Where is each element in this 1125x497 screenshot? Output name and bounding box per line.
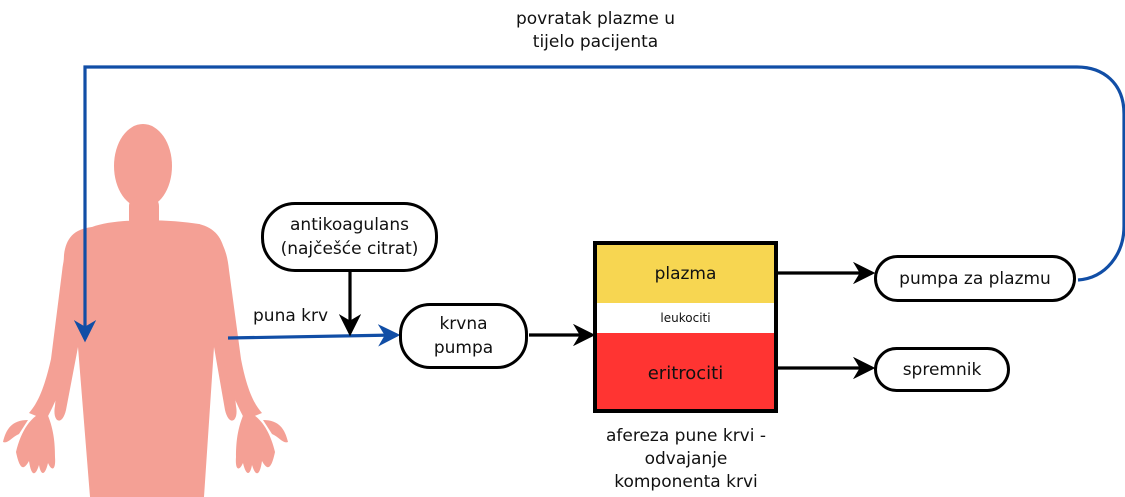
return-plasma-label: povratak plazme u tijelo pacijenta [488,8,703,54]
anticoagulant-line-2: (najčešće citrat) [280,239,419,259]
erythrocyte-layer: eritrociti [597,333,774,409]
anticoagulant-node: antikoagulans (najčešće citrat) [261,202,438,272]
return-plasma-label-line-1: povratak plazme u [515,9,676,29]
container-label: spremnik [902,359,982,380]
blood-pump-node: krvna pumpa [399,303,528,369]
return-plasma-line [73,65,1125,343]
blood-pump-line-1: krvna [439,314,488,334]
apheresis-separator: plazma leukociti eritrociti [593,241,778,413]
anticoagulant-line-1: antikoagulans [290,215,409,235]
separator-caption-line-1: afereza pune krvi - [605,426,767,446]
leukocyte-layer-label: leukociti [660,311,711,325]
whole-blood-label: puna krv [253,306,329,326]
blood-pump-line-2: pumpa [433,338,494,358]
plasma-layer-label: plazma [654,264,717,284]
plasma-layer: plazma [597,245,774,303]
leukocyte-layer: leukociti [597,303,774,333]
return-plasma-label-line-2: tijelo pacijenta [532,32,659,52]
plasma-pump-label: pumpa za plazmu [899,268,1051,289]
separator-caption-line-3: komponenta krvi [614,472,758,492]
plasma-pump-node: pumpa za plazmu [874,255,1076,302]
container-node: spremnik [874,347,1010,392]
erythrocyte-layer-label: eritrociti [647,362,724,384]
separator-caption: afereza pune krvi - odvajanje komponenta… [586,425,786,494]
whole-blood-line [227,324,401,347]
separator-caption-line-2: odvajanje [644,449,728,469]
